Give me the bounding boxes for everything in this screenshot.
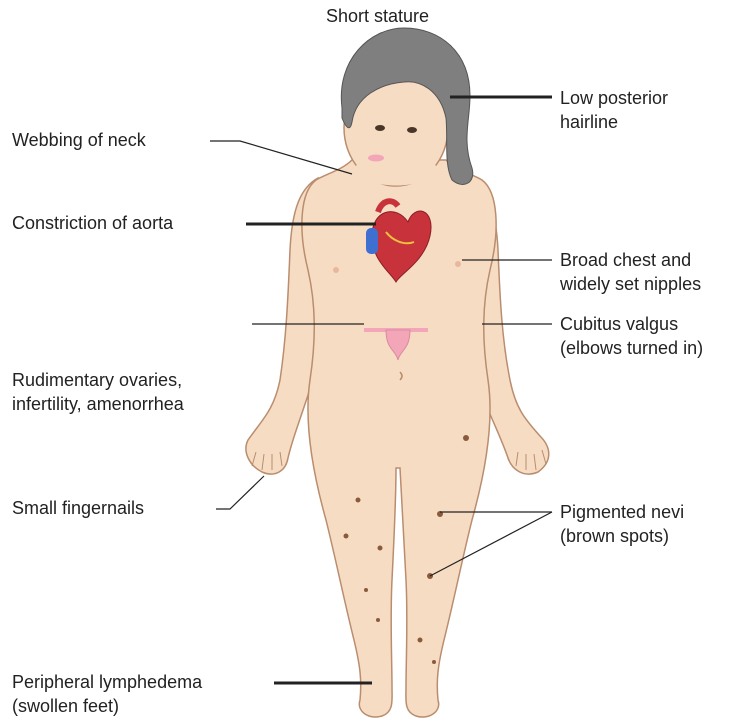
title-short-stature: Short stature (326, 4, 429, 28)
title-text: Short stature (326, 4, 429, 28)
label-peripheral-lymphedema: Peripheral lymphedema (swollen feet) (12, 670, 202, 718)
body-figure (246, 28, 549, 717)
left-eye (375, 125, 385, 131)
label-line: Pigmented nevi (560, 500, 684, 524)
label-pigmented-nevi: Pigmented nevi (brown spots) (560, 500, 684, 548)
label-line: Webbing of neck (12, 128, 146, 152)
label-line: widely set nipples (560, 272, 701, 296)
label-constriction-of-aorta: Constriction of aorta (12, 211, 173, 235)
label-small-fingernails: Small fingernails (12, 496, 144, 520)
label-low-posterior-hairline: Low posterior hairline (560, 86, 668, 134)
mouth (368, 155, 384, 162)
label-line: (brown spots) (560, 524, 684, 548)
label-webbing-of-neck: Webbing of neck (12, 128, 146, 152)
right-eye (407, 127, 417, 133)
label-line: hairline (560, 110, 668, 134)
label-line: (elbows turned in) (560, 336, 703, 360)
label-rudimentary-ovaries: Rudimentary ovaries, infertility, amenor… (12, 368, 184, 416)
label-line: Constriction of aorta (12, 211, 173, 235)
label-cubitus-valgus: Cubitus valgus (elbows turned in) (560, 312, 703, 360)
left-nipple (333, 267, 339, 273)
label-line: infertility, amenorrhea (12, 392, 184, 416)
right-nipple (455, 261, 461, 267)
label-line: Low posterior (560, 86, 668, 110)
label-line: (swollen feet) (12, 694, 202, 718)
label-line: Broad chest and (560, 248, 701, 272)
label-broad-chest: Broad chest and widely set nipples (560, 248, 701, 296)
leader-line-fingernails (216, 476, 264, 509)
leader-line-neck (210, 141, 352, 174)
label-line: Cubitus valgus (560, 312, 703, 336)
label-line: Rudimentary ovaries, (12, 368, 184, 392)
label-line: Peripheral lymphedema (12, 670, 202, 694)
label-line: Small fingernails (12, 496, 144, 520)
